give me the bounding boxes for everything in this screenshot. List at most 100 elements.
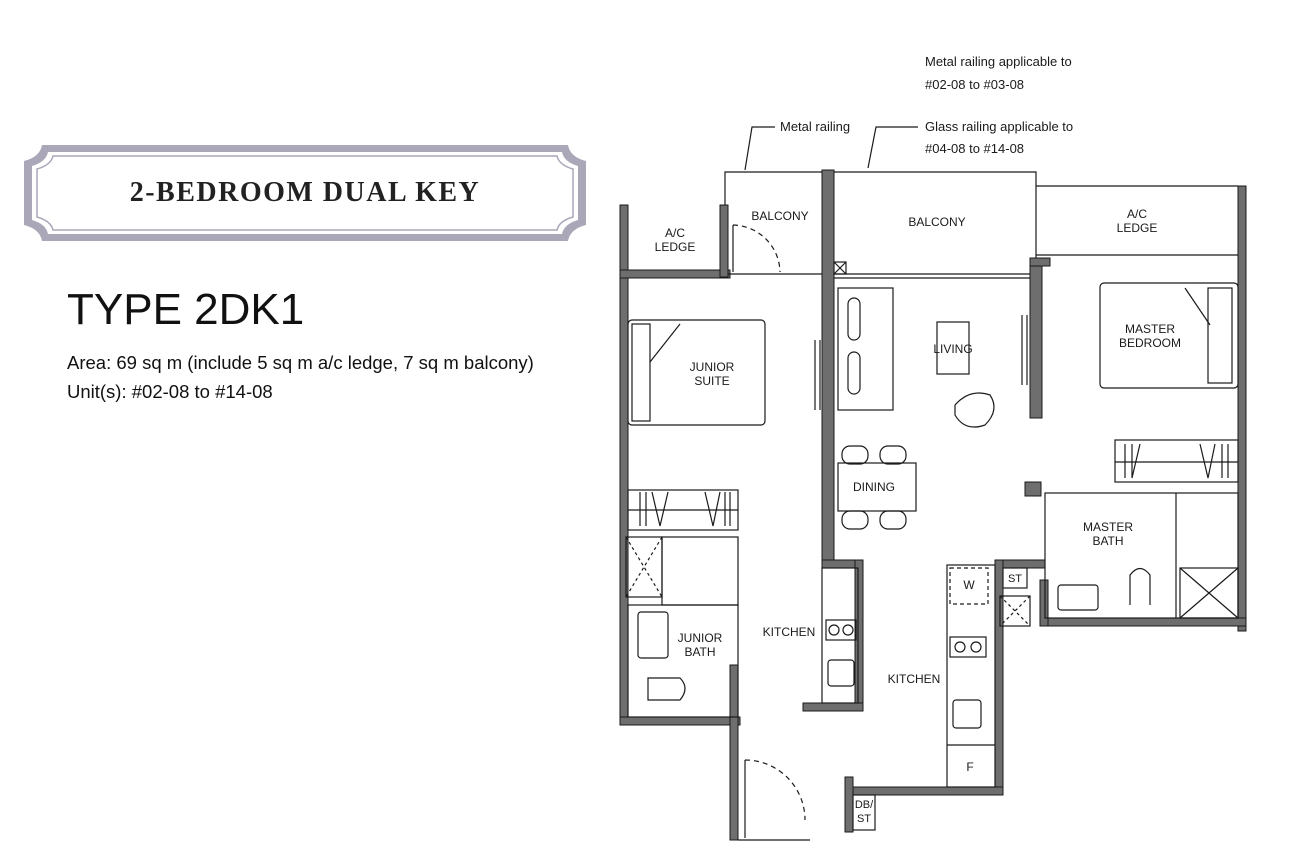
master-bed bbox=[1099, 282, 1239, 389]
shaft-cross bbox=[833, 261, 847, 275]
units-label: Unit(s): bbox=[67, 381, 127, 402]
master-bedroom-line1: MASTER bbox=[1125, 322, 1175, 336]
dining-chair-3 bbox=[841, 510, 869, 530]
ac-ledge-left-line1: A/C bbox=[665, 226, 685, 240]
hob2-burner-1 bbox=[954, 641, 966, 653]
fridge-label: F bbox=[966, 760, 973, 774]
master-wc bbox=[1129, 567, 1151, 605]
junior-bath-store bbox=[661, 536, 739, 606]
unit-type-name: TYPE 2DK1 bbox=[67, 285, 305, 334]
sofa bbox=[837, 287, 894, 411]
master-shower bbox=[1179, 567, 1239, 619]
junior-shower bbox=[625, 536, 663, 598]
armchair bbox=[954, 392, 995, 428]
plan-lines bbox=[625, 126, 1239, 841]
shaft-box bbox=[833, 261, 847, 275]
wall-bath-left bbox=[1039, 579, 1049, 627]
wall-master-top bbox=[1029, 257, 1051, 267]
db-store-box bbox=[852, 794, 876, 831]
sofa-cushion-2 bbox=[847, 351, 861, 395]
living-label: LIVING bbox=[933, 342, 972, 356]
master-wardrobe-hangers bbox=[1124, 443, 1229, 479]
dining-table bbox=[837, 462, 917, 512]
kitchen-right-sink bbox=[952, 699, 982, 729]
master-bed-fold bbox=[1184, 287, 1211, 326]
ac-ledge-right-line1: A/C bbox=[1127, 207, 1147, 221]
dining-label: DINING bbox=[853, 480, 895, 494]
kitchen-right-counter bbox=[946, 564, 996, 788]
balcony-center-label: BALCONY bbox=[908, 215, 965, 229]
hob-burner-1 bbox=[828, 624, 840, 636]
balcony-left-label: BALCONY bbox=[751, 209, 808, 223]
glass-railing-note-2: #04-08 to #14-08 bbox=[925, 141, 1024, 156]
master-bath-line1: MASTER bbox=[1083, 520, 1133, 534]
kitchen-left-label: KITCHEN bbox=[763, 625, 816, 639]
master-shower-x bbox=[1179, 567, 1239, 619]
junior-bed-pillows bbox=[631, 323, 651, 422]
kitchen-left-hob bbox=[825, 619, 857, 641]
wall-kitchen2-right bbox=[994, 559, 1004, 796]
title-plaque: 2-BEDROOM DUAL KEY bbox=[22, 143, 588, 243]
coffee-table bbox=[936, 321, 970, 375]
wall-junior-bath-bottom bbox=[619, 716, 741, 726]
junior-shower-x bbox=[625, 536, 663, 598]
junior-bed-fold bbox=[649, 323, 681, 363]
wall-entry-left bbox=[729, 664, 739, 841]
wall-master-left bbox=[1029, 257, 1043, 419]
store-shower-box bbox=[999, 595, 1031, 627]
master-bath-line2: BATH bbox=[1092, 534, 1123, 548]
junior-suite-line2: SUITE bbox=[694, 374, 729, 388]
junior-basin bbox=[637, 611, 669, 659]
ac-ledge-right-line2: LEDGE bbox=[1117, 221, 1158, 235]
master-wardrobe bbox=[1114, 439, 1239, 483]
area-value: 69 sq m (include 5 sq m a/c ledge, 7 sq … bbox=[116, 352, 534, 373]
wall-db-left bbox=[844, 776, 854, 833]
db-st-line2: ST bbox=[857, 813, 871, 825]
hob2-burner-2 bbox=[970, 641, 982, 653]
junior-bath-line1: JUNIOR bbox=[678, 631, 723, 645]
junior-wc bbox=[647, 677, 686, 701]
metal-railing-leader bbox=[744, 126, 775, 171]
metal-railing-note-2: #02-08 to #03-08 bbox=[925, 77, 1024, 92]
store-box bbox=[1002, 567, 1028, 589]
store-shower-x bbox=[999, 595, 1031, 627]
wall-central bbox=[821, 169, 835, 566]
units-info: Unit(s): #02-08 to #14-08 bbox=[67, 381, 273, 403]
metal-railing-label: Metal railing bbox=[780, 119, 850, 134]
junior-bed bbox=[627, 319, 766, 426]
wall-ac-divider bbox=[719, 204, 729, 278]
junior-suite-line1: JUNIOR bbox=[690, 360, 735, 374]
balcony-left-outline bbox=[724, 171, 822, 205]
junior-bath-line2: BATH bbox=[684, 645, 715, 659]
dining-chair-1 bbox=[841, 445, 869, 465]
plan-walls bbox=[619, 169, 1247, 841]
master-bath-room bbox=[1044, 492, 1239, 619]
wall-left-ac-bottom bbox=[619, 269, 731, 279]
area-label: Area: bbox=[67, 352, 112, 373]
wall-right-outer bbox=[1237, 185, 1247, 632]
glass-railing-leader bbox=[867, 126, 918, 169]
metal-railing-note-1: Metal railing applicable to bbox=[925, 54, 1072, 69]
wall-bath-bottom bbox=[1039, 617, 1247, 627]
db-st-line1: DB/ bbox=[855, 799, 874, 811]
wall-column bbox=[1024, 481, 1042, 497]
store-label: ST bbox=[1008, 573, 1022, 585]
kitchen-right-label: KITCHEN bbox=[888, 672, 941, 686]
junior-bath-room bbox=[627, 604, 739, 718]
kitchen-left-counter bbox=[821, 567, 859, 704]
balcony-center-outline bbox=[834, 171, 1037, 258]
glass-railing-note-1: Glass railing applicable to bbox=[925, 119, 1073, 134]
washer-label: W bbox=[963, 578, 975, 592]
area-info: Area: 69 sq m (include 5 sq m a/c ledge,… bbox=[67, 352, 534, 374]
master-bed-pillows bbox=[1207, 287, 1233, 384]
ac-ledge-left-line2: LEDGE bbox=[655, 240, 696, 254]
plaque-frame bbox=[24, 145, 586, 241]
balcony-door-swing bbox=[732, 224, 781, 273]
entry-door-swing bbox=[744, 759, 806, 821]
wall-left-outer bbox=[619, 204, 629, 726]
units-value: #02-08 to #14-08 bbox=[131, 381, 273, 402]
kitchen-right-hob bbox=[949, 636, 987, 658]
sofa-cushion-1 bbox=[847, 297, 861, 341]
wall-kitchen-bottom bbox=[802, 702, 864, 712]
